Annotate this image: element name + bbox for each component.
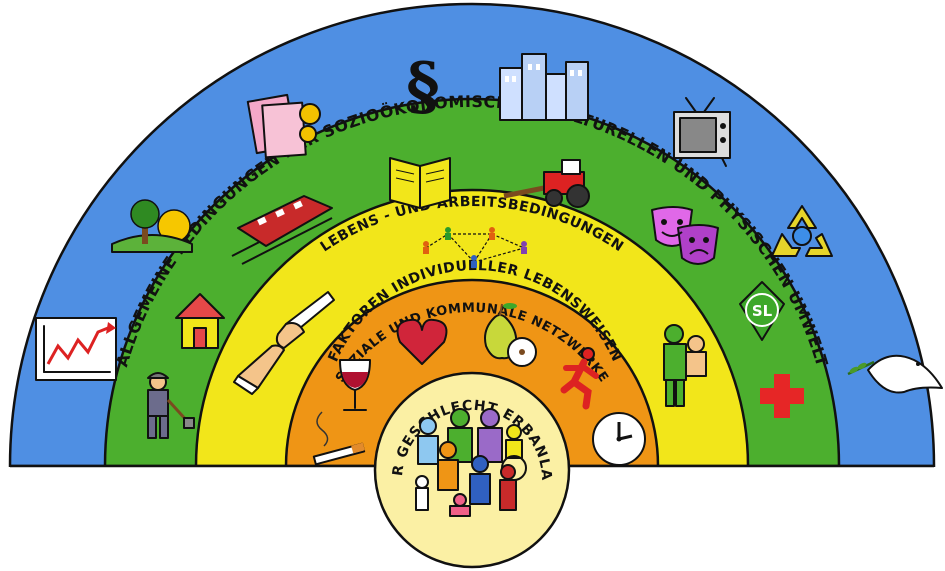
landscape-tree-sun-icon — [111, 199, 193, 253]
paragraph-symbol: § — [406, 49, 439, 124]
recycling-icon — [771, 205, 833, 257]
sl-text: SL — [752, 302, 773, 320]
red-cross-icon — [760, 374, 804, 418]
paragraph-icon: § — [406, 49, 439, 124]
house-icon — [175, 293, 225, 349]
person-purple — [477, 408, 503, 463]
person-orange — [437, 441, 459, 491]
theater-masks-icon — [651, 206, 719, 265]
network-people-icon — [423, 227, 527, 268]
book-icon — [389, 157, 451, 209]
clock-icon — [592, 412, 646, 466]
cigarette-icon — [312, 411, 366, 466]
fruits-icon — [484, 303, 537, 367]
family-group-icon — [415, 408, 527, 517]
tractor-icon — [503, 159, 590, 208]
city-buildings-icon — [499, 53, 589, 121]
sl-logo-icon: SL — [739, 281, 785, 341]
train-icon — [231, 195, 333, 265]
person-red-elder — [499, 464, 517, 511]
worker-shovel-icon — [147, 372, 195, 439]
money-icon — [246, 93, 321, 159]
dove-olive-branch-icon — [847, 354, 943, 394]
running-person-icon — [560, 347, 599, 410]
person-blue-light — [417, 417, 439, 465]
chart-rising-icon — [35, 317, 117, 381]
wine-glass-icon — [339, 359, 371, 411]
person-baby-pink — [449, 493, 471, 517]
television-icon — [673, 97, 731, 167]
handshake-icon — [233, 291, 335, 395]
hug-icon — [663, 324, 707, 407]
heart-icon — [396, 318, 448, 365]
person-blue — [469, 455, 491, 505]
person-child-white — [415, 475, 429, 511]
